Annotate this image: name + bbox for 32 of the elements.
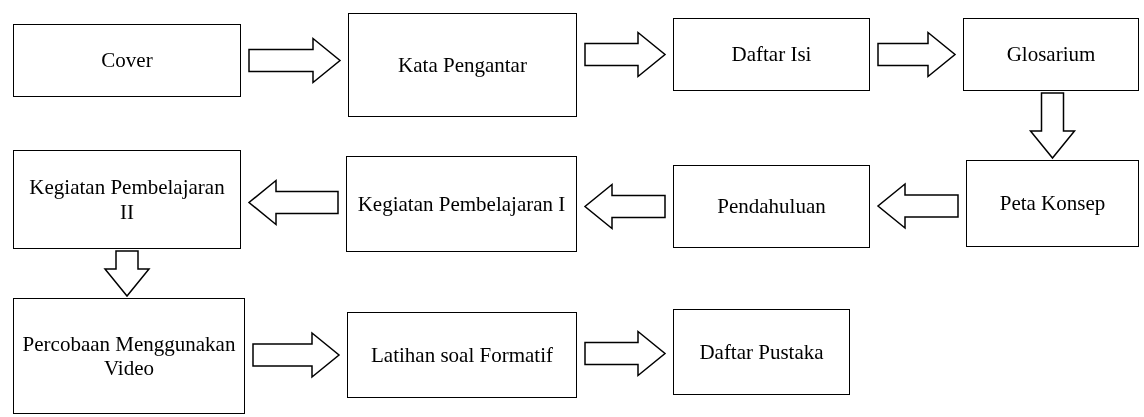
box-label: Percobaan Menggunakan Video [21,331,237,381]
block-arrow [877,30,957,79]
process-box [966,160,1139,247]
block-arrow [876,182,959,230]
process-box [13,298,245,414]
box-label: Glosarium [1006,42,1096,67]
process-box [963,18,1139,91]
process-box [348,13,577,117]
box-label: Latihan soal Formatif [371,342,553,368]
block-arrow [584,329,667,378]
process-box [346,156,577,252]
block-arrow [1028,92,1077,160]
box-label: Peta Konsep [999,191,1106,216]
process-box [673,309,850,395]
block-arrow [584,30,667,79]
box-label: Cover [101,48,153,73]
box-label: Kegiatan Pembelajaran II [28,175,226,224]
process-box [13,150,241,249]
process-box [13,24,241,97]
block-arrow [583,182,666,231]
process-box [673,165,870,248]
box-label: Kata Pengantar [398,52,527,78]
block-arrow [247,178,339,227]
process-box [347,312,577,398]
box-label: Pendahuluan [717,194,826,219]
block-arrow [252,331,341,379]
box-label: Daftar Pustaka [699,339,824,365]
block-arrow [103,250,151,298]
box-label: Daftar Isi [731,42,812,67]
block-arrow [248,36,342,85]
box-label: Kegiatan Pembelajaran I [357,191,566,217]
process-box [673,18,870,91]
